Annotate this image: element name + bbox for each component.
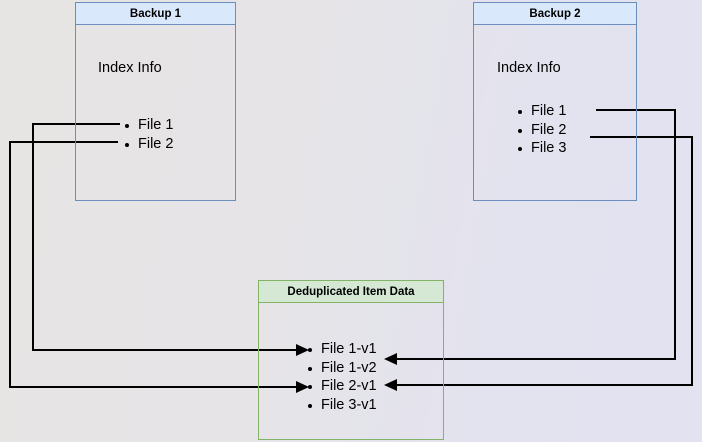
node-backup1[interactable]: [75, 2, 236, 201]
list-item[interactable]: File 1-v2: [307, 359, 377, 378]
list-item[interactable]: File 2: [124, 135, 173, 154]
edge-backup1-file2-to-dedup-file2v1: [9, 141, 309, 393]
node-dedup-header: Deduplicated Item Data: [258, 280, 444, 303]
list-item[interactable]: File 3-v1: [307, 396, 377, 415]
edge-backup2-file2-to-dedup-file2v1: [384, 136, 693, 391]
list-item[interactable]: File 1-v1: [307, 340, 377, 359]
node-backup1-header: Backup 1: [75, 2, 236, 25]
node-backup1-index-label: Index Info: [98, 60, 162, 76]
node-dedup-file-list: File 1-v1 File 1-v2 File 2-v1 File 3-v1: [307, 340, 377, 414]
node-backup1-file-list: File 1 File 2: [124, 116, 173, 153]
node-backup2-file-list: File 1 File 2 File 3: [517, 102, 566, 158]
edge-backup1-file1-to-dedup-file1v1: [32, 123, 309, 356]
list-item[interactable]: File 2-v1: [307, 377, 377, 396]
list-item[interactable]: File 3: [517, 139, 566, 158]
list-item[interactable]: File 1: [124, 116, 173, 135]
list-item[interactable]: File 2: [517, 121, 566, 140]
node-backup2-header: Backup 2: [473, 2, 637, 25]
list-item[interactable]: File 1: [517, 102, 566, 121]
node-backup2-index-label: Index Info: [497, 60, 561, 76]
edge-backup2-file1-to-dedup-file1v2: [384, 109, 676, 365]
